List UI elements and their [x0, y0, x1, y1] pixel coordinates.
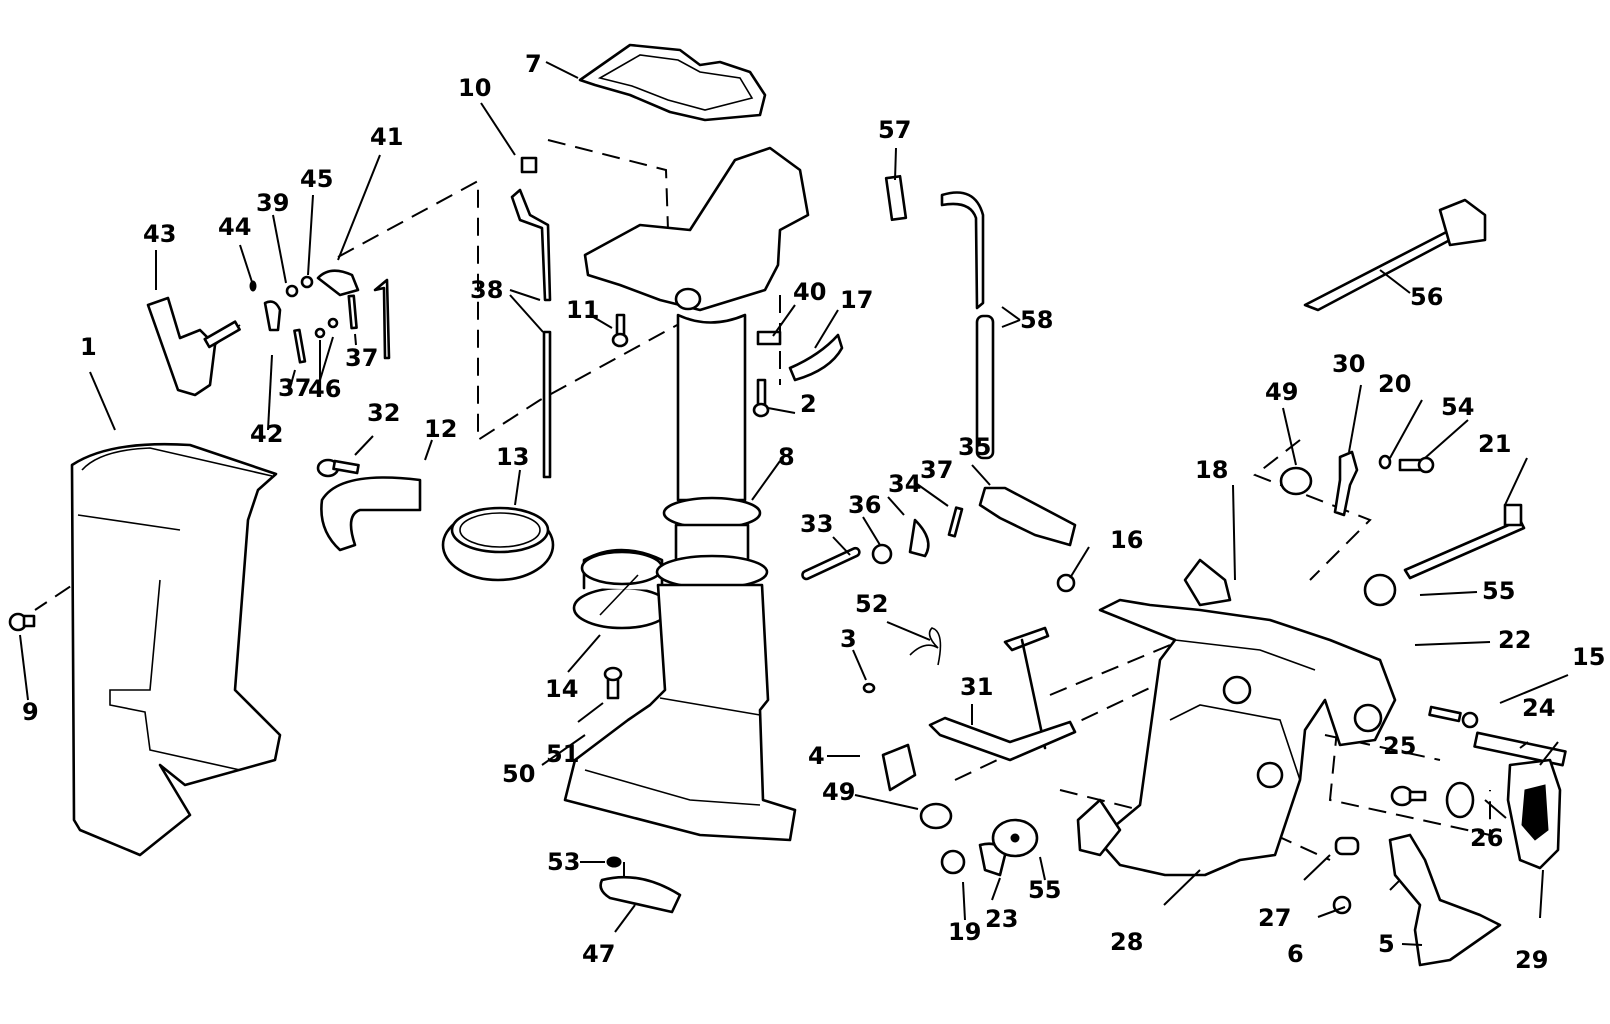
callout-5: 5 [1378, 930, 1395, 958]
callout-3: 3 [840, 625, 857, 653]
callout-37a: 37 [920, 456, 953, 484]
callout-44: 44 [218, 213, 251, 241]
part-nut-16 [1056, 573, 1076, 593]
callout-49b: 49 [822, 778, 855, 806]
part-clamp [316, 458, 422, 552]
callout-56: 56 [1410, 283, 1443, 311]
callout-35: 35 [958, 433, 991, 461]
callout-20: 20 [1378, 370, 1411, 398]
part-lower-mount [572, 548, 672, 630]
part-housing-hardware [599, 313, 770, 914]
callout-18: 18 [1195, 456, 1228, 484]
callout-54: 54 [1441, 393, 1474, 421]
callout-26: 26 [1470, 824, 1503, 852]
callout-45: 45 [300, 165, 333, 193]
callout-43: 43 [143, 220, 176, 248]
callout-47: 47 [582, 940, 615, 968]
callout-40: 40 [793, 278, 826, 306]
callout-57: 57 [878, 116, 911, 144]
part-shift-rod [510, 188, 552, 479]
callout-8: 8 [778, 443, 795, 471]
part-connector-retainer [756, 330, 844, 382]
callout-37c: 37 [345, 344, 378, 372]
callout-55b: 55 [1028, 876, 1061, 904]
callout-39: 39 [256, 189, 289, 217]
part-grommet [520, 156, 538, 174]
callout-9: 9 [22, 698, 39, 726]
callout-labels: 1 2 3 4 5 6 7 8 9 10 11 12 13 14 15 16 1… [22, 50, 1605, 974]
callout-21: 21 [1478, 430, 1511, 458]
callout-52: 52 [855, 590, 888, 618]
callout-41: 41 [370, 123, 403, 151]
callout-13: 13 [496, 443, 529, 471]
callout-1: 1 [80, 333, 97, 361]
callout-23: 23 [985, 905, 1018, 933]
callout-7: 7 [525, 50, 542, 78]
callout-36: 36 [848, 491, 881, 519]
part-water-tube [940, 191, 995, 460]
part-cable-tie [1303, 198, 1487, 312]
callout-25: 25 [1383, 732, 1416, 760]
callout-33: 33 [800, 510, 833, 538]
callout-53: 53 [547, 848, 580, 876]
leader-lines [19, 61, 1569, 946]
callout-49a: 49 [1265, 378, 1298, 406]
part-tilt-hardware [862, 626, 1077, 830]
callout-46: 46 [308, 375, 341, 403]
part-upper-mount [441, 506, 555, 582]
callout-28: 28 [1110, 928, 1143, 956]
part-hardware-cluster [249, 269, 391, 364]
callout-10: 10 [458, 74, 491, 102]
callout-34: 34 [888, 470, 921, 498]
callout-50: 50 [502, 760, 535, 788]
part-clip [884, 174, 908, 222]
callout-6: 6 [1287, 940, 1304, 968]
callout-17: 17 [840, 286, 873, 314]
part-stern-bracket [1076, 558, 1397, 877]
callout-24: 24 [1522, 694, 1555, 722]
callout-30: 30 [1332, 350, 1365, 378]
callout-19: 19 [948, 918, 981, 946]
callout-15: 15 [1572, 643, 1605, 671]
callout-38: 38 [470, 276, 503, 304]
callout-12: 12 [424, 415, 457, 443]
callout-32: 32 [367, 399, 400, 427]
callout-42: 42 [250, 420, 283, 448]
callout-27: 27 [1258, 904, 1291, 932]
callout-51: 51 [546, 740, 579, 768]
part-lower-washers [940, 818, 1039, 877]
callout-14: 14 [545, 675, 578, 703]
part-exhaust-housing [563, 146, 810, 842]
callout-4: 4 [808, 742, 825, 770]
callout-31: 31 [960, 673, 993, 701]
part-bracket-upper-hardware [1279, 450, 1526, 607]
callout-29: 29 [1515, 946, 1548, 974]
part-linkage-hardware [801, 486, 1077, 581]
callout-55a: 55 [1482, 577, 1515, 605]
part-gasket [578, 43, 767, 122]
callout-2: 2 [800, 390, 817, 418]
callout-11: 11 [566, 296, 599, 324]
part-cover-screw [8, 612, 36, 632]
part-side-cover [70, 442, 282, 857]
callout-58: 58 [1020, 306, 1053, 334]
part-clamp-screw-assembly [1332, 705, 1567, 967]
part-shift-handle [146, 296, 241, 397]
callout-22: 22 [1498, 626, 1531, 654]
callout-37b: 37 [278, 374, 311, 402]
callout-16: 16 [1110, 526, 1143, 554]
